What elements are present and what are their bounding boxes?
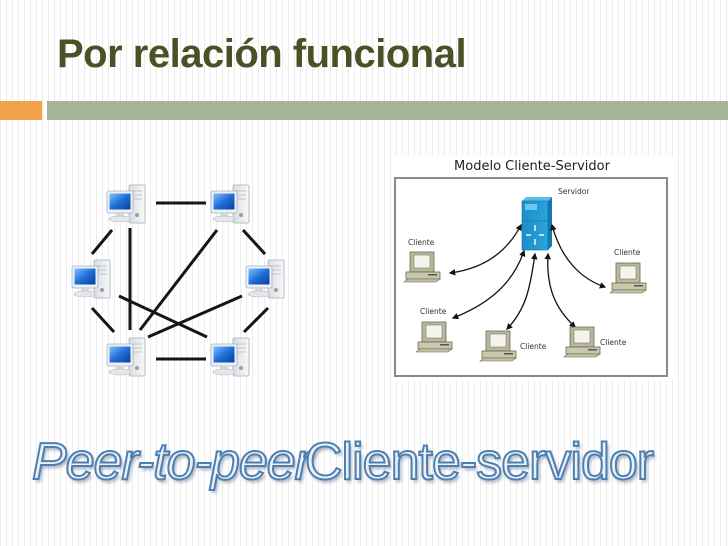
client-label: Cliente bbox=[614, 248, 641, 257]
link bbox=[242, 306, 270, 334]
client-label: Cliente bbox=[420, 307, 447, 316]
client-label: Cliente bbox=[520, 342, 547, 351]
arrow bbox=[550, 223, 607, 289]
link bbox=[118, 294, 208, 339]
desktop-computer-icon bbox=[71, 259, 111, 299]
accent-bar-orange bbox=[0, 101, 42, 120]
client-computer-icon bbox=[479, 330, 517, 362]
accent-bar-green bbox=[47, 101, 728, 120]
server-icon bbox=[521, 197, 552, 251]
link bbox=[241, 228, 267, 256]
server-label: Servidor bbox=[558, 187, 590, 196]
connection-arrows bbox=[448, 223, 607, 330]
client-server-drawing: Servidor Cliente Cliente Cliente Cliente… bbox=[403, 187, 647, 362]
arrow bbox=[506, 252, 538, 330]
arrow bbox=[448, 223, 522, 276]
desktop-computer-icon bbox=[210, 337, 250, 377]
client-computer-icon bbox=[415, 321, 453, 353]
desktop-computer-icon bbox=[245, 259, 285, 299]
link bbox=[138, 229, 219, 331]
arrow bbox=[544, 252, 576, 328]
desktop-computer-icon bbox=[106, 184, 146, 224]
link bbox=[147, 294, 243, 339]
client-computer-icon bbox=[403, 251, 441, 283]
desktop-computer-icon bbox=[210, 184, 250, 224]
caption: Peer-to-peerCliente-servidor bbox=[31, 432, 728, 492]
desktop-computer-icon bbox=[106, 337, 146, 377]
link bbox=[90, 306, 116, 334]
diagram-frame: Servidor Cliente Cliente Cliente Cliente… bbox=[394, 177, 668, 377]
client-computer-icon bbox=[563, 326, 601, 358]
slide-title: Por relación funcional bbox=[57, 32, 467, 76]
client-label: Cliente bbox=[600, 338, 627, 347]
peer-to-peer-diagram bbox=[71, 184, 285, 377]
client-label: Cliente bbox=[408, 238, 435, 247]
link bbox=[90, 229, 114, 255]
caption-peer-to-peer: Peer-to-peer bbox=[31, 432, 313, 492]
diagram-title: Modelo Cliente-Servidor bbox=[454, 159, 610, 174]
client-computer-icon bbox=[609, 262, 647, 294]
mesh-links bbox=[90, 201, 270, 361]
caption-client-server: Cliente-servidor bbox=[304, 432, 655, 492]
client-server-diagram: Modelo Cliente-Servidor bbox=[391, 155, 673, 381]
